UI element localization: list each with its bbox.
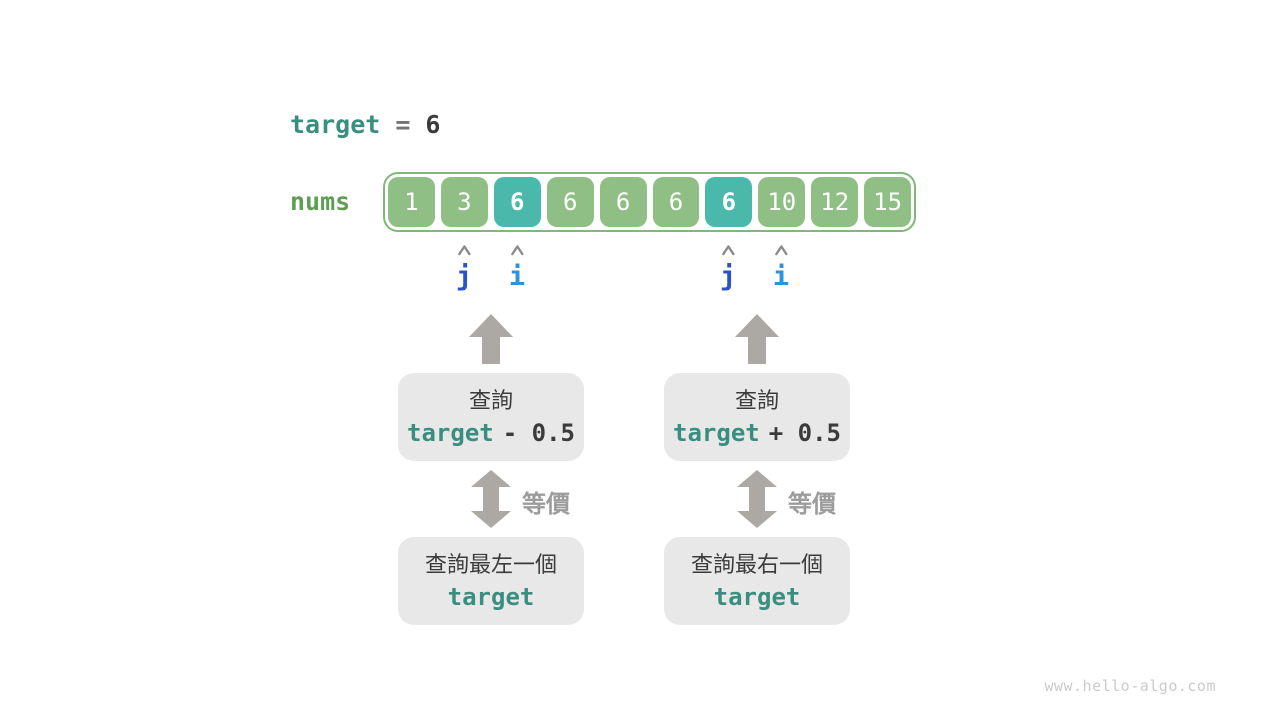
result-title: 查詢最左一個 bbox=[424, 551, 557, 577]
pointer-j-left: j bbox=[456, 241, 472, 292]
query-title: 查詢 bbox=[468, 387, 513, 413]
array-cell: 10 bbox=[758, 177, 806, 227]
caret-up-icon bbox=[773, 241, 788, 260]
result-target-keyword: target bbox=[713, 582, 801, 611]
array-cell-highlight-right: 6 bbox=[705, 177, 753, 227]
nums-label: nums bbox=[290, 187, 351, 216]
equivalence-label-left: 等價 bbox=[522, 491, 570, 518]
pointer-i-label: i bbox=[508, 261, 526, 292]
query-expression: target - 0.5 bbox=[407, 418, 575, 448]
pointer-i-right: i bbox=[773, 241, 789, 292]
pointer-i-left: i bbox=[509, 241, 525, 292]
target-variable: target bbox=[290, 110, 381, 139]
expr-target: target bbox=[673, 418, 760, 447]
query-expression: target + 0.5 bbox=[673, 418, 841, 448]
pointer-j-right: j bbox=[720, 241, 736, 292]
result-target-keyword: target bbox=[447, 582, 535, 611]
target-value: 6 bbox=[425, 110, 441, 139]
result-title: 查詢最右一個 bbox=[690, 551, 823, 577]
nums-array: 1 3 6 6 6 6 6 10 12 15 bbox=[383, 172, 916, 232]
result-box-left: 查詢最左一個 target bbox=[398, 537, 584, 625]
result-target: target bbox=[448, 582, 535, 612]
arrow-up-icon bbox=[469, 314, 513, 368]
query-box-left: 查詢 target - 0.5 bbox=[398, 373, 584, 461]
arrow-up-icon bbox=[735, 314, 779, 368]
array-cell: 6 bbox=[546, 177, 594, 227]
array-cell: 6 bbox=[652, 177, 700, 227]
expr-operator: - 0.5 bbox=[502, 418, 575, 447]
array-cell-highlight-left: 6 bbox=[493, 177, 541, 227]
caret-up-icon bbox=[509, 241, 524, 260]
result-target: target bbox=[714, 582, 801, 612]
watermark: www.hello-algo.com bbox=[1044, 677, 1216, 695]
query-title: 查詢 bbox=[734, 387, 779, 413]
expr-operator: + 0.5 bbox=[768, 418, 841, 447]
target-assignment: target = 6 bbox=[290, 110, 440, 139]
query-box-right: 查詢 target + 0.5 bbox=[664, 373, 850, 461]
equals-sign: = bbox=[395, 110, 411, 139]
array-cell: 1 bbox=[388, 177, 435, 227]
double-arrow-icon bbox=[471, 470, 511, 532]
pointer-j-label: j bbox=[455, 261, 473, 292]
caret-up-icon bbox=[720, 241, 735, 260]
array-cell: 12 bbox=[811, 177, 859, 227]
pointer-j-label: j bbox=[719, 261, 737, 292]
array-cell: 3 bbox=[440, 177, 488, 227]
equivalence-label-right: 等價 bbox=[788, 491, 836, 518]
expr-target: target bbox=[407, 418, 494, 447]
double-arrow-icon bbox=[737, 470, 777, 532]
result-box-right: 查詢最右一個 target bbox=[664, 537, 850, 625]
pointer-i-label: i bbox=[772, 261, 790, 292]
caret-up-icon bbox=[456, 241, 471, 260]
array-cell: 6 bbox=[599, 177, 647, 227]
array-cell: 15 bbox=[864, 177, 912, 227]
